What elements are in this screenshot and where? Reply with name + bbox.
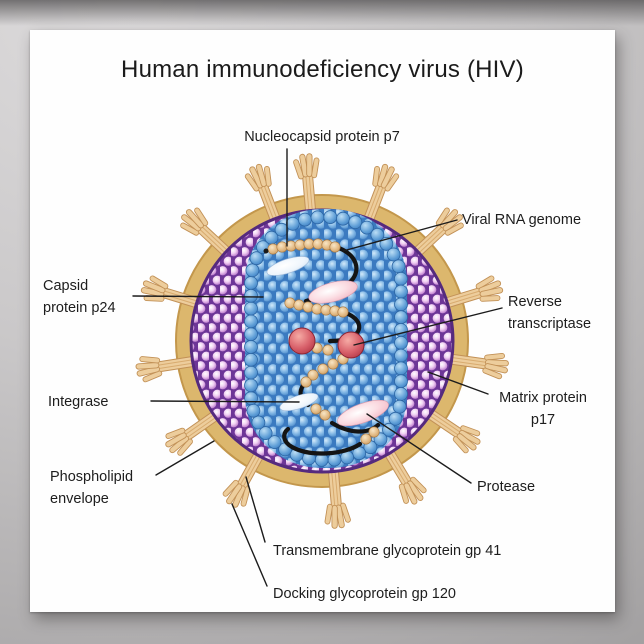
capsid-edge-sphere bbox=[249, 251, 264, 266]
capsid-edge-sphere bbox=[297, 212, 312, 227]
label-docking-gp120: Docking glycoprotein gp 120 bbox=[273, 586, 456, 602]
nucleocapsid-bead bbox=[284, 297, 296, 309]
nucleocapsid-bead bbox=[327, 358, 339, 370]
capsid-edge-sphere bbox=[394, 348, 408, 363]
capsid-edge-sphere bbox=[267, 435, 282, 450]
capsid-edge-sphere bbox=[244, 327, 258, 342]
leader-transmembrane bbox=[245, 476, 266, 543]
capsid-edge-sphere bbox=[391, 259, 406, 274]
capsid-edge-sphere bbox=[244, 314, 258, 329]
label-nucleocapsid-p7: Nucleocapsid protein p7 bbox=[244, 129, 400, 145]
capsid-edge-sphere bbox=[394, 387, 408, 401]
capsid-edge-sphere bbox=[348, 215, 363, 230]
reverse-transcriptase-sphere bbox=[288, 327, 316, 355]
nucleocapsid-bead bbox=[322, 344, 334, 356]
capsid-edge-sphere bbox=[246, 403, 261, 418]
capsid-edge-sphere bbox=[274, 222, 289, 237]
nucleocapsid-bead bbox=[300, 376, 312, 388]
protein-oval-blue bbox=[266, 256, 310, 276]
capsid-edge-sphere bbox=[394, 284, 408, 299]
label-transmembrane-gp41: Transmembrane glycoprotein gp 41 bbox=[273, 543, 502, 559]
protease-oval bbox=[337, 399, 389, 427]
label-protease: Protease bbox=[477, 479, 536, 495]
capsid-edge-sphere bbox=[258, 426, 273, 441]
leader-lines bbox=[132, 148, 503, 587]
label-reverse-transcriptase: Reverse transcriptase bbox=[508, 294, 592, 333]
nucleocapsid-bead bbox=[307, 369, 319, 381]
capsid-edge-sphere bbox=[251, 415, 266, 430]
capsid-edge-sphere bbox=[244, 301, 258, 316]
leader-matrix bbox=[427, 371, 489, 395]
nucleocapsid-bead bbox=[310, 403, 322, 415]
capsid-edge-sphere bbox=[244, 288, 258, 303]
capsid-edge-sphere bbox=[386, 247, 401, 262]
reverse-transcriptase-sphere bbox=[337, 331, 365, 359]
leader-protease bbox=[366, 413, 472, 484]
capsid-edge-sphere bbox=[245, 263, 260, 278]
rna-end-dot bbox=[263, 248, 269, 254]
nucleocapsid-bead bbox=[319, 409, 331, 421]
nucleocapsid-bead bbox=[360, 433, 372, 445]
label-capsid-p24: Capsid protein p24 bbox=[43, 278, 116, 317]
label-phospholipid-envelope: Phospholipid envelope bbox=[50, 469, 134, 508]
leader-reverse-transcriptase bbox=[353, 307, 503, 346]
capsid-edge-sphere bbox=[359, 220, 374, 235]
leader-capsid bbox=[132, 295, 264, 298]
nucleocapsid-bead bbox=[267, 243, 279, 255]
nucleocapsid-bead bbox=[317, 363, 329, 375]
nucleocapsid-bead bbox=[293, 299, 305, 311]
capsid-edge-sphere bbox=[394, 297, 408, 312]
nucleocapsid-bead bbox=[368, 426, 380, 438]
leader-viral-rna bbox=[342, 219, 458, 252]
capsid-edge-sphere bbox=[323, 210, 338, 225]
capsid-edge-sphere bbox=[394, 361, 408, 376]
capsid-edge-sphere bbox=[244, 340, 258, 354]
nucleocapsid-beads bbox=[267, 238, 380, 445]
capsid-edge-sphere bbox=[394, 374, 408, 389]
capsid-edge-sphere bbox=[244, 352, 258, 367]
capsid-edge-sphere bbox=[392, 399, 407, 414]
capsid-edge-sphere bbox=[393, 271, 408, 286]
nucleocapsid-bead bbox=[329, 241, 341, 253]
capsid-edge-sphere bbox=[244, 365, 258, 380]
label-integrase: Integrase bbox=[48, 394, 109, 410]
capsid-edge-sphere bbox=[285, 216, 300, 231]
capsid-edge-sphere bbox=[244, 378, 258, 393]
nucleocapsid-bead bbox=[337, 306, 349, 318]
nucleocapsid-bead bbox=[302, 301, 314, 313]
capsid-edge-sphere bbox=[336, 211, 350, 226]
capsid-edge-sphere bbox=[310, 210, 325, 225]
protein-oval-pink bbox=[308, 280, 358, 304]
capsid-edge-sphere bbox=[244, 276, 258, 290]
capsid-edge-sphere bbox=[244, 391, 259, 406]
label-viral-rna-genome: Viral RNA genome bbox=[462, 212, 582, 228]
leader-integrase bbox=[150, 400, 300, 403]
capsid-edge-sphere bbox=[394, 310, 408, 325]
poster-title: Human immunodeficiency virus (HIV) bbox=[121, 56, 524, 83]
capsid-edge-sphere bbox=[388, 411, 403, 426]
leader-docking bbox=[231, 503, 268, 587]
leader-phospholipid bbox=[155, 440, 215, 476]
capsid-edge-sphere bbox=[394, 335, 408, 350]
label-matrix-p17: Matrix protein p17 bbox=[499, 390, 587, 429]
